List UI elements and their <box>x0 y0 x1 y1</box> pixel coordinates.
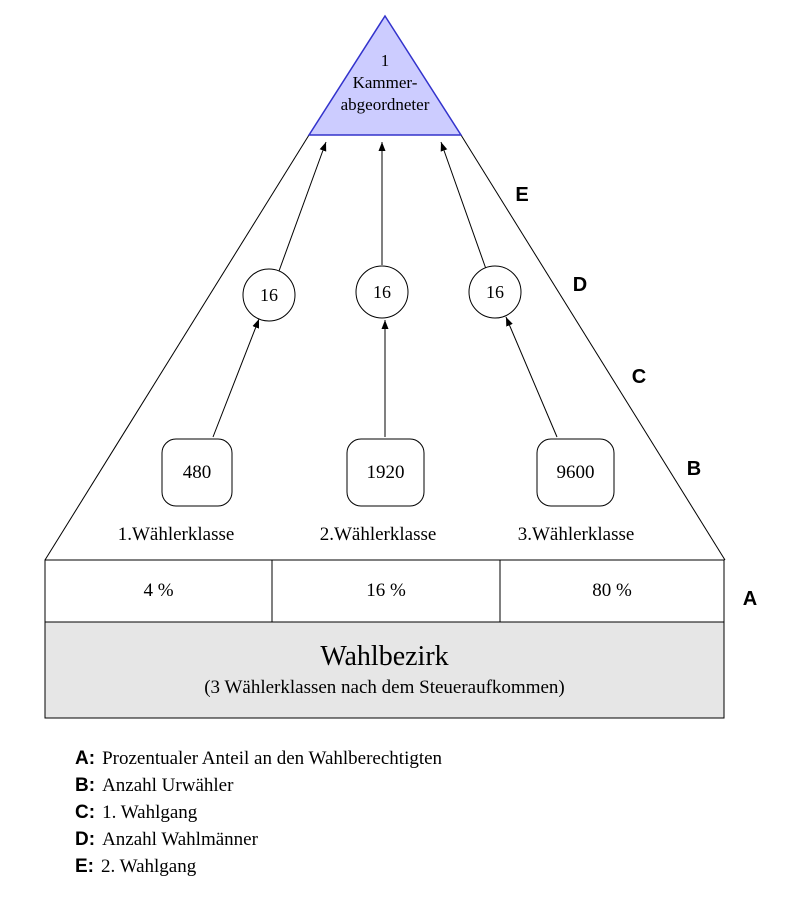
voter-box-1 <box>161 438 233 507</box>
arrow-electors1-to-deputy <box>278 141 327 272</box>
side-label-c: C <box>631 366 647 388</box>
deputy-label-line2: Kammer- <box>352 73 418 92</box>
district-subtitle: (3 Wählerklassen nach dem Steueraufkomme… <box>204 677 565 698</box>
legend-text-e: 2. Wahlgang <box>101 856 197 877</box>
percentage-label-3: 80 % <box>592 580 632 601</box>
legend-item-b: B: Anzahl Urwähler <box>75 775 442 802</box>
legend: A: Prozentualer Anteil an den Wahlberech… <box>75 748 442 883</box>
class-label-1: 1.Wählerklasse <box>117 524 235 545</box>
legend-key-b: B: <box>75 775 96 796</box>
deputy-label-line3: abgeordneter <box>340 95 430 114</box>
class-label-3: 3.Wählerklasse <box>517 524 635 545</box>
arrow-electors3-to-deputy <box>440 141 487 270</box>
legend-key-c: C: <box>75 802 96 823</box>
side-label-e: E <box>515 184 529 206</box>
class-label-2: 2.Wählerklasse <box>319 524 437 545</box>
side-label-b: B <box>686 458 702 480</box>
legend-text-d: Anzahl Wahlmänner <box>102 829 258 850</box>
elector-count-2: 16 <box>373 281 391 302</box>
legend-text-a: Prozentualer Anteil an den Wahlberechtig… <box>102 748 443 769</box>
voter-box-3 <box>536 438 615 507</box>
voter-count-3: 9600 <box>556 461 595 483</box>
elector-count-3: 16 <box>486 281 504 302</box>
voter-count-1: 480 <box>182 461 212 483</box>
arrow-voters1-to-electors1 <box>212 318 260 438</box>
elector-count-1: 16 <box>260 284 278 305</box>
legend-item-a: A: Prozentualer Anteil an den Wahlberech… <box>75 748 442 775</box>
arrow-voters3-to-electors3 <box>505 316 558 438</box>
percentage-label-1: 4 % <box>143 580 174 601</box>
deputy-label: 1 Kammer- abgeordneter <box>300 50 470 116</box>
side-label-a: A <box>742 588 758 610</box>
percentage-bar <box>44 559 725 623</box>
side-label-d: D <box>572 274 588 296</box>
legend-key-a: A: <box>75 748 96 769</box>
legend-key-e: E: <box>75 856 94 877</box>
voter-box-2 <box>346 438 425 507</box>
district-title: Wahlbezirk <box>320 641 449 672</box>
legend-item-e: E: 2. Wahlgang <box>75 856 442 883</box>
legend-item-d: D: Anzahl Wahlmänner <box>75 829 442 856</box>
legend-item-c: C: 1. Wahlgang <box>75 802 442 829</box>
elector-circle-1 <box>242 268 296 322</box>
legend-key-d: D: <box>75 829 96 850</box>
voter-count-2: 1920 <box>366 461 405 483</box>
pyramid-left-edge <box>44 134 310 561</box>
district-bar <box>44 621 725 719</box>
deputy-label-line1: 1 <box>380 51 390 70</box>
district-label: Wahlbezirk (3 Wählerklassen nach dem Ste… <box>45 622 724 718</box>
percentage-label-2: 16 % <box>366 580 406 601</box>
elector-circle-3 <box>468 265 522 319</box>
elector-circle-2 <box>355 265 409 319</box>
legend-text-b: Anzahl Urwähler <box>102 775 234 796</box>
legend-text-c: 1. Wahlgang <box>102 802 198 823</box>
pyramid-right-edge <box>460 134 726 561</box>
deputy-triangle <box>307 14 463 136</box>
